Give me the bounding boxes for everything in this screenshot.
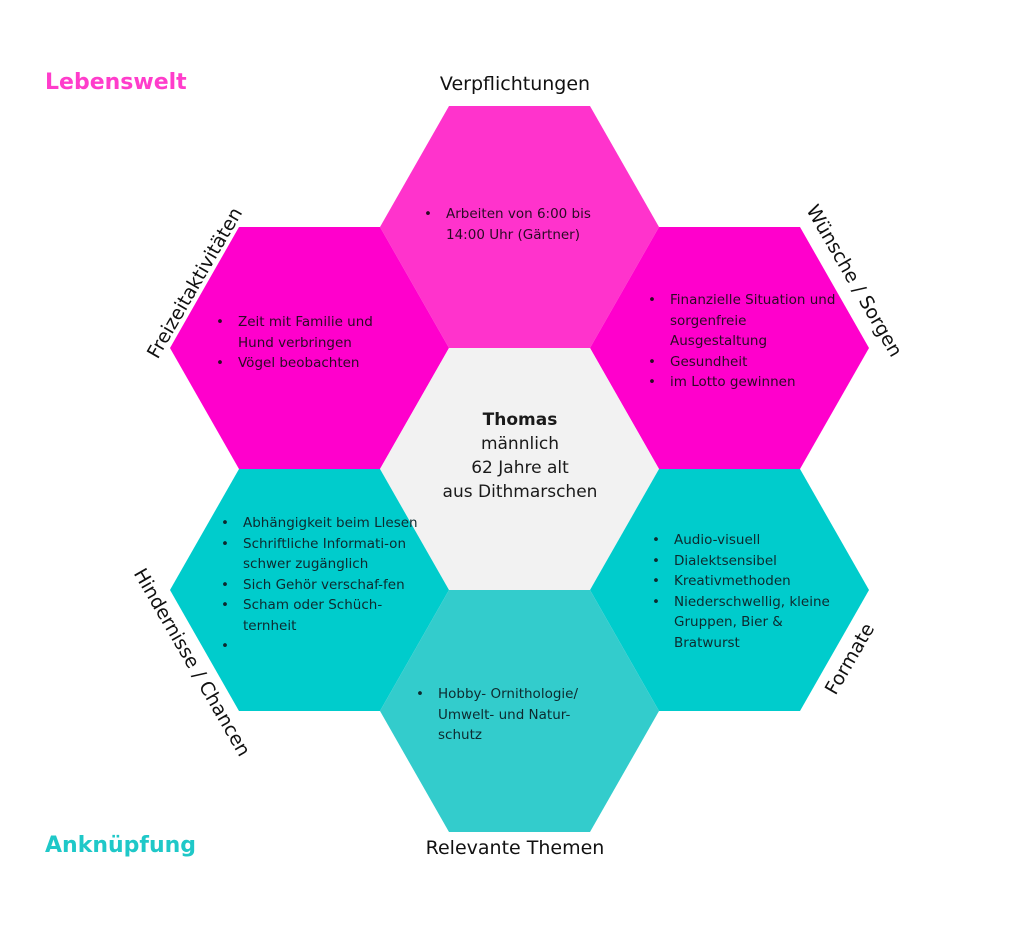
content-lower-right: Audio-visuell Dialektsensibel Kreativmet… — [650, 530, 840, 653]
hexagon-center — [380, 348, 659, 590]
label-relevante-themen: Relevante Themen — [425, 837, 605, 859]
list-item: im Lotto gewinnen — [646, 372, 836, 393]
persona-gender: männlich — [480, 434, 560, 454]
label-verpflichtungen: Verpflichtungen — [439, 73, 591, 95]
list-item: Scham oder Schüch-ternheit — [219, 595, 424, 636]
list-item: Kreativmethoden — [650, 571, 840, 592]
list-item: Audio-visuell — [650, 530, 840, 551]
list-item: Zeit mit Familie und Hund verbringen — [214, 312, 404, 353]
list-item: Finanzielle Situation und sorgenfreie Au… — [646, 290, 836, 352]
list-item: Niederschwellig, kleine Gruppen, Bier & … — [650, 592, 840, 654]
heading-lebenswelt: Lebenswelt — [45, 70, 187, 95]
list-item: Dialektsensibel — [650, 551, 840, 572]
list-item: Arbeiten von 6:00 bis 14:00 Uhr (Gärtner… — [422, 204, 622, 245]
list-item: Abhängigkeit beim Llesen — [219, 513, 424, 534]
list-item: Schriftliche Informati-on schwer zugängl… — [219, 534, 424, 575]
persona-center: Thomas männlich 62 Jahre alt aus Dithmar… — [380, 408, 660, 504]
content-upper-right: Finanzielle Situation und sorgenfreie Au… — [646, 290, 836, 393]
content-lower-left: Abhängigkeit beim Llesen Schriftliche In… — [219, 513, 424, 657]
content-upper-left: Zeit mit Familie und Hund verbringen Vög… — [214, 312, 404, 374]
persona-name: Thomas — [482, 410, 558, 430]
list-item: Vögel beobachten — [214, 353, 404, 374]
persona-age: 62 Jahre alt — [471, 458, 569, 478]
list-item: Gesundheit — [646, 352, 836, 373]
list-item: Hobby- Ornithologie/ Umwelt- und Natur-s… — [414, 684, 614, 746]
list-item: Sich Gehör verschaf-fen — [219, 575, 424, 596]
content-top: Arbeiten von 6:00 bis 14:00 Uhr (Gärtner… — [422, 204, 622, 245]
heading-anknuepfung: Anknüpfung — [45, 833, 197, 858]
content-bottom: Hobby- Ornithologie/ Umwelt- und Natur-s… — [414, 684, 614, 746]
persona-origin: aus Dithmarschen — [442, 482, 598, 502]
